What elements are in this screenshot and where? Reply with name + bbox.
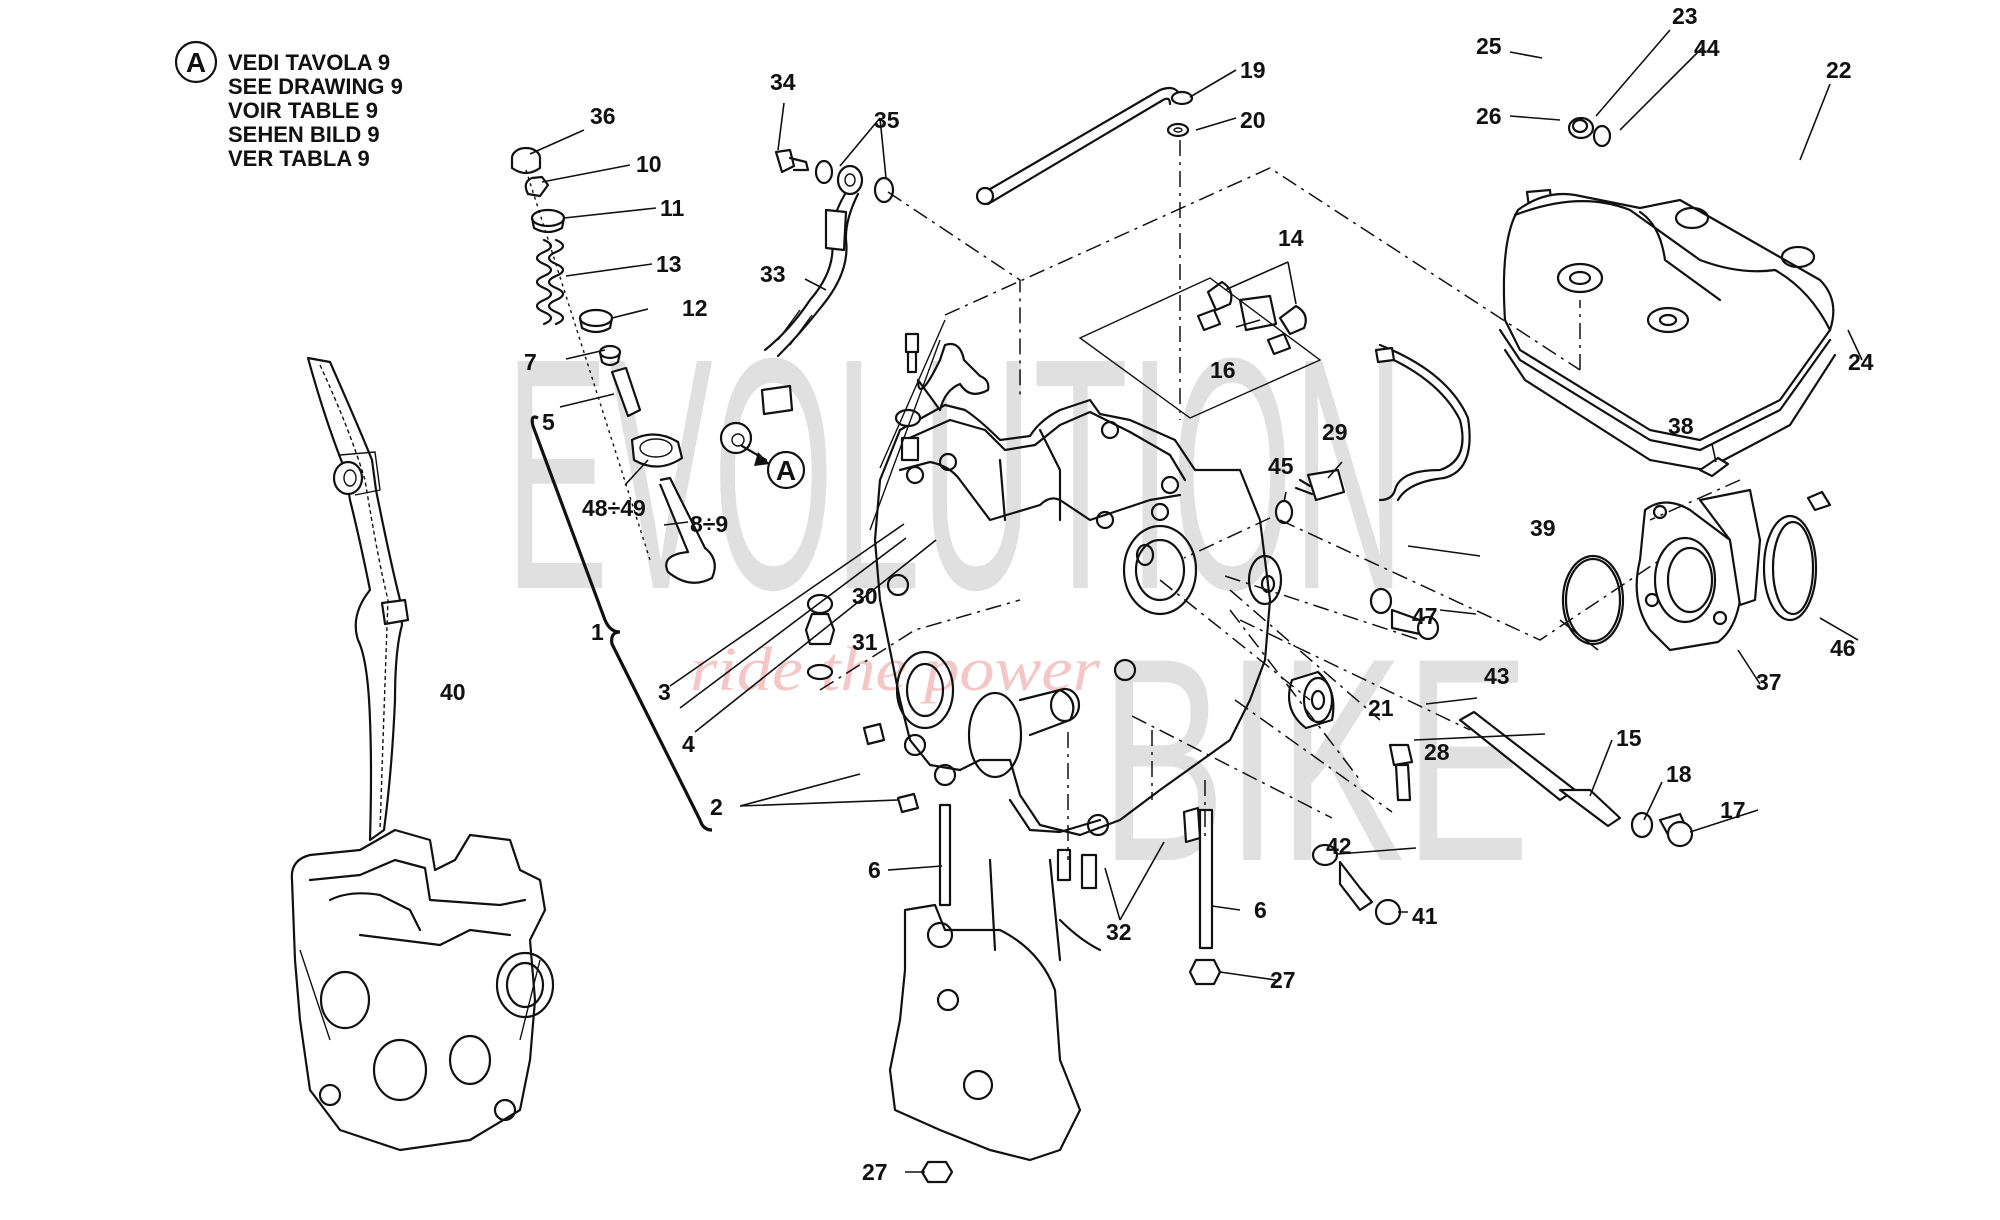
label-17: 17 bbox=[1720, 797, 1746, 823]
head-fasteners bbox=[804, 332, 1222, 1184]
label-28: 28 bbox=[1424, 739, 1450, 765]
label-20: 20 bbox=[1240, 107, 1266, 133]
label-5: 5 bbox=[542, 409, 555, 435]
head-cover-parts bbox=[1498, 116, 1837, 472]
label-3: 3 bbox=[658, 679, 671, 705]
label-32: 32 bbox=[1106, 919, 1132, 945]
reference-note: A VEDI TAVOLA 9 SEE DRAWING 9 VOIR TABLE… bbox=[174, 40, 403, 171]
label-7: 7 bbox=[524, 349, 537, 375]
label-34: 34 bbox=[770, 69, 796, 95]
right-side-parts bbox=[1274, 343, 1694, 926]
label-31: 31 bbox=[852, 629, 878, 655]
label-22: 22 bbox=[1826, 57, 1852, 83]
note-line-fr: VOIR TABLE 9 bbox=[228, 98, 378, 123]
label-38: 38 bbox=[1668, 413, 1694, 439]
cylinder-head-main bbox=[873, 398, 1283, 1162]
label-18: 18 bbox=[1666, 761, 1692, 787]
label-14: 14 bbox=[1278, 225, 1304, 251]
label-48-49: 48÷49 bbox=[582, 495, 646, 521]
label-45: 45 bbox=[1268, 453, 1294, 479]
label-27-bottom: 27 bbox=[862, 1159, 888, 1185]
label-29: 29 bbox=[1322, 419, 1348, 445]
note-line-it: VEDI TAVOLA 9 bbox=[228, 50, 390, 75]
label-39: 39 bbox=[1530, 515, 1556, 541]
valve-train-parts bbox=[510, 146, 716, 584]
label-16: 16 bbox=[1210, 357, 1236, 383]
label-25: 25 bbox=[1476, 33, 1502, 59]
label-1: 1 bbox=[591, 619, 604, 645]
note-line-es: VER TABLA 9 bbox=[228, 146, 370, 171]
label-27-right: 27 bbox=[1270, 967, 1296, 993]
reference-a-marker bbox=[766, 450, 806, 490]
label-35: 35 bbox=[874, 107, 900, 133]
label-41: 41 bbox=[1412, 903, 1438, 929]
decompression-parts bbox=[1078, 277, 1322, 419]
label-47: 47 bbox=[1412, 603, 1438, 629]
label-2: 2 bbox=[710, 794, 723, 820]
label-43: 43 bbox=[1484, 663, 1510, 689]
label-12: 12 bbox=[682, 295, 708, 321]
label-11: 11 bbox=[660, 195, 685, 221]
reference-a-circle bbox=[174, 40, 218, 84]
oil-pipe-parts: A bbox=[719, 148, 895, 490]
leader-lines bbox=[529, 29, 1863, 1173]
cylinder-head-reference-view bbox=[290, 828, 555, 1152]
label-15: 15 bbox=[1616, 725, 1642, 751]
label-36: 36 bbox=[590, 103, 616, 129]
breather-tube-part bbox=[975, 86, 1194, 206]
label-37: 37 bbox=[1756, 669, 1782, 695]
label-10: 10 bbox=[636, 151, 662, 177]
reference-a-marker-text: A bbox=[776, 455, 796, 486]
label-23: 23 bbox=[1672, 3, 1698, 29]
label-40: 40 bbox=[440, 679, 466, 705]
intake-parts bbox=[1561, 456, 1832, 652]
label-26: 26 bbox=[1476, 103, 1502, 129]
label-21: 21 bbox=[1368, 695, 1394, 721]
note-line-en: SEE DRAWING 9 bbox=[228, 74, 403, 99]
label-6-left: 6 bbox=[868, 857, 881, 883]
watermark-tagline: ride the power bbox=[690, 636, 1101, 704]
label-4: 4 bbox=[682, 731, 695, 757]
part-labels: 36 10 11 13 12 7 5 48÷49 8÷9 1 3 4 2 6 4… bbox=[440, 3, 1874, 1185]
label-44: 44 bbox=[1694, 35, 1720, 61]
label-24: 24 bbox=[1848, 349, 1874, 375]
label-8-9: 8÷9 bbox=[690, 511, 728, 537]
chain-guide-part bbox=[306, 356, 410, 842]
reference-a-symbol: A bbox=[186, 47, 206, 78]
label-19: 19 bbox=[1240, 57, 1266, 83]
label-42: 42 bbox=[1326, 833, 1352, 859]
assembly-centerlines bbox=[819, 140, 1741, 860]
watermark-line2: BIKE bbox=[1100, 598, 1530, 922]
label-30: 30 bbox=[852, 583, 878, 609]
note-line-de: SEHEN BILD 9 bbox=[228, 122, 380, 147]
label-13: 13 bbox=[656, 251, 682, 277]
label-46: 46 bbox=[1830, 635, 1856, 661]
label-33: 33 bbox=[760, 261, 786, 287]
label-6-right: 6 bbox=[1254, 897, 1267, 923]
